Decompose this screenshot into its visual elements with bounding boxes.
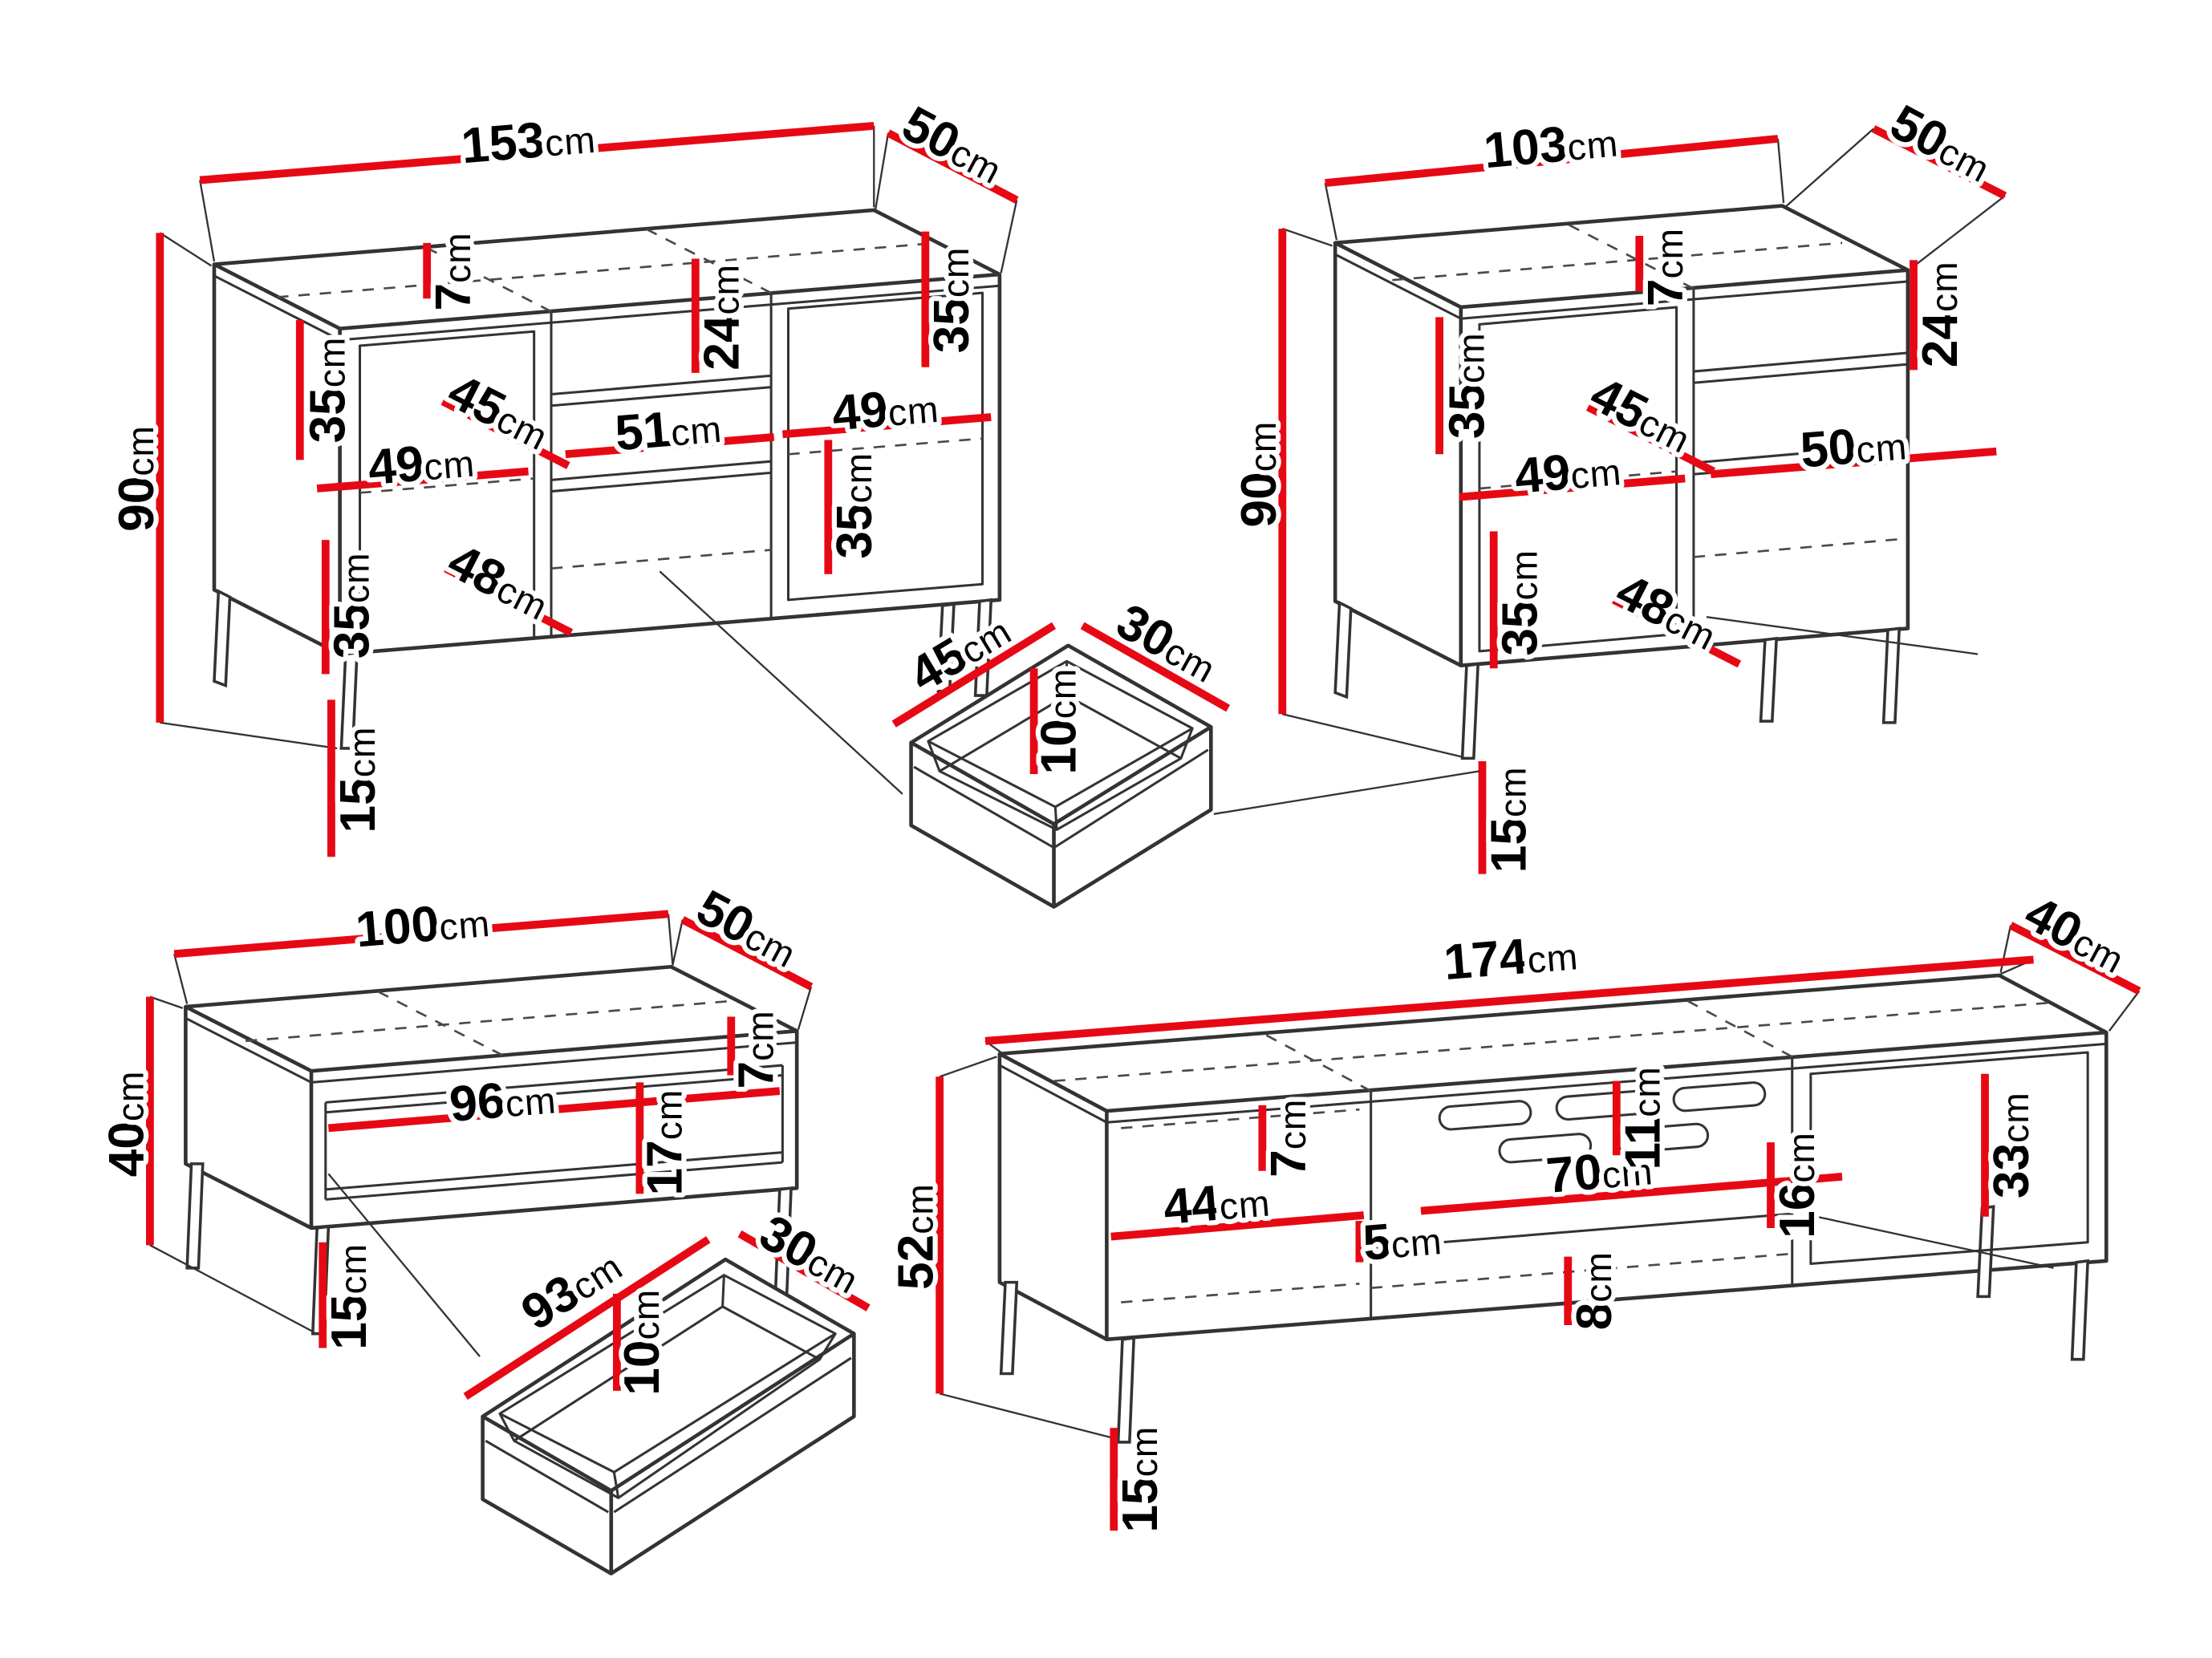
drawer-long-walls: [481, 1257, 856, 1576]
dim-line-left-door-width: [316, 467, 529, 493]
sideboard-large-extension-lines: [159, 125, 1018, 750]
sideboard-small-extension-lines: [1281, 128, 2006, 758]
label-left-interior-width: 44cm: [1162, 1171, 1272, 1235]
label-top-clearance: 7cm: [426, 232, 481, 310]
dim-line-middle-width: [565, 433, 775, 459]
tv-stand-extension-lines: [939, 925, 2141, 1441]
label-right-door-width: 49cm: [830, 378, 941, 442]
sideboard-small-legs: [1333, 600, 1902, 760]
label-height: 90cm: [109, 425, 164, 532]
leader-coffee-table-to-drawer: [327, 1173, 481, 1357]
dim-line-lower-interior-width: [1612, 596, 1742, 668]
leader-lines: [327, 570, 1480, 1357]
label-door-width: 49cm: [1512, 440, 1623, 505]
dim-line-depth: [680, 916, 814, 991]
dim-line-left-interior-width: [1110, 1211, 1365, 1241]
vent-slot: [1498, 1133, 1593, 1164]
label-height: 52cm: [889, 1183, 944, 1290]
dim-line-depth: [2008, 922, 2141, 995]
label-left-door-width: 49cm: [366, 432, 477, 496]
label-width: 100cm: [354, 892, 492, 958]
dim-line-right-door-width: [781, 413, 992, 439]
label-leg-height: 15cm: [1113, 1426, 1168, 1533]
coffee-table-panels: [185, 1016, 798, 1201]
vent-slot: [1672, 1081, 1767, 1113]
label-leg-height: 15cm: [322, 1243, 377, 1350]
label-middle-width: 51cm: [613, 398, 724, 462]
label-upper-shelf: 35cm: [1440, 332, 1496, 439]
label-interior-width: 96cm: [448, 1068, 558, 1133]
drawer-long: 93cm 30cm 10cm: [463, 1200, 871, 1576]
sideboard-large-panels: [213, 274, 1000, 655]
label-right-interior-height: 33cm: [1984, 1092, 2040, 1198]
dim-line-depth: [737, 1230, 871, 1311]
vent-slot: [1555, 1089, 1650, 1121]
tv-stand-interior-edge: [1816, 1215, 2054, 1269]
label-cutout-height: 11cm: [1616, 1066, 1671, 1170]
sideboard-small-interior-edge: [1706, 616, 1979, 655]
dim-line-width: [984, 955, 2034, 1045]
label-height: 10cm: [1032, 668, 1087, 775]
tv-stand: 174cm 40cm 52cm 44cm 7cm 70cm 11cm 16cm …: [883, 881, 2141, 1538]
label-lower-clearance: 8cm: [1567, 1251, 1622, 1330]
dim-line-depth: [886, 129, 1019, 204]
label-lower-left-shelf: 35cm: [325, 553, 380, 659]
coffee-table-extension-lines: [149, 914, 813, 1333]
dim-line-lower-interior-width: [444, 565, 574, 637]
coffee-table: 100cm 50cm 40cm 96cm 7cm 17cm 15cm: [94, 875, 814, 1355]
label-right-shelf: 24cm: [1913, 261, 1968, 367]
dim-line-interior-depth: [1585, 403, 1716, 476]
label-height: 40cm: [99, 1071, 154, 1178]
sideboard-large: 153cm 50cm 90cm 35cm 7cm 24cm 35cm 45cm …: [104, 91, 1019, 857]
drawer-small-walls: [909, 643, 1213, 909]
tv-stand-legs: [999, 1205, 2090, 1444]
sideboard-small-hidden-lines: [1392, 223, 1909, 558]
drawer-long-inner-box: [485, 1274, 852, 1514]
dim-line-interior-depth: [440, 398, 570, 469]
drawer-small: 45cm 30cm 10cm: [891, 589, 1231, 909]
dim-line-width: [1325, 135, 1779, 187]
label-middle-right-shelf: 35cm: [827, 452, 883, 559]
dim-line-width: [199, 122, 875, 184]
label-height: 10cm: [615, 1289, 670, 1396]
label-top-clearance: 7cm: [1261, 1099, 1317, 1178]
tv-stand-panels: [999, 1042, 2107, 1319]
sideboard-large-legs: [213, 589, 993, 750]
label-upper-left-shelf: 35cm: [300, 337, 355, 444]
dim-line-interior-width: [327, 1087, 781, 1133]
label-flap-height: 16cm: [1770, 1132, 1825, 1238]
drawer-small-inner-box: [913, 659, 1209, 849]
label-height: 90cm: [1232, 421, 1287, 528]
dim-line-depth: [1871, 125, 2007, 200]
coffee-table-hidden-lines: [246, 990, 732, 1056]
label-upper-right-shelf: 35cm: [924, 247, 980, 354]
label-top-clearance: 7cm: [1638, 228, 1694, 306]
label-middle-shelf: 24cm: [695, 264, 750, 371]
dim-line-width: [891, 622, 1057, 728]
label-leg-height: 15cm: [1481, 767, 1536, 874]
tv-stand-vent-slots: [1438, 1081, 1767, 1164]
sideboard-large-body: [212, 208, 1002, 656]
leader-drawer-to-sideboard-small: [1213, 770, 1480, 815]
label-width: 153cm: [459, 108, 597, 174]
label-leg-height: 15cm: [331, 727, 386, 833]
label-lower-shelf: 35cm: [1493, 549, 1548, 656]
dim-line-width: [463, 1236, 711, 1401]
label-width: 103cm: [1482, 111, 1621, 179]
label-width: 174cm: [1442, 925, 1580, 991]
label-middle-width: 70cm: [1544, 1140, 1655, 1204]
leader-sideboard-large-to-drawer: [659, 570, 903, 795]
vent-slot: [1438, 1100, 1532, 1131]
sideboard-large-hidden-lines: [277, 227, 983, 570]
label-opening-height: 17cm: [637, 1089, 692, 1196]
dim-line-door-width: [1459, 474, 1686, 501]
dim-line-depth: [1080, 622, 1231, 712]
dim-line-width: [173, 910, 669, 959]
label-right-section-width: 50cm: [1798, 415, 1909, 478]
label-top-clearance: 7cm: [729, 1010, 784, 1088]
tv-stand-hidden-lines: [1053, 999, 2054, 1303]
dim-line-right-section-width: [1710, 447, 1997, 479]
